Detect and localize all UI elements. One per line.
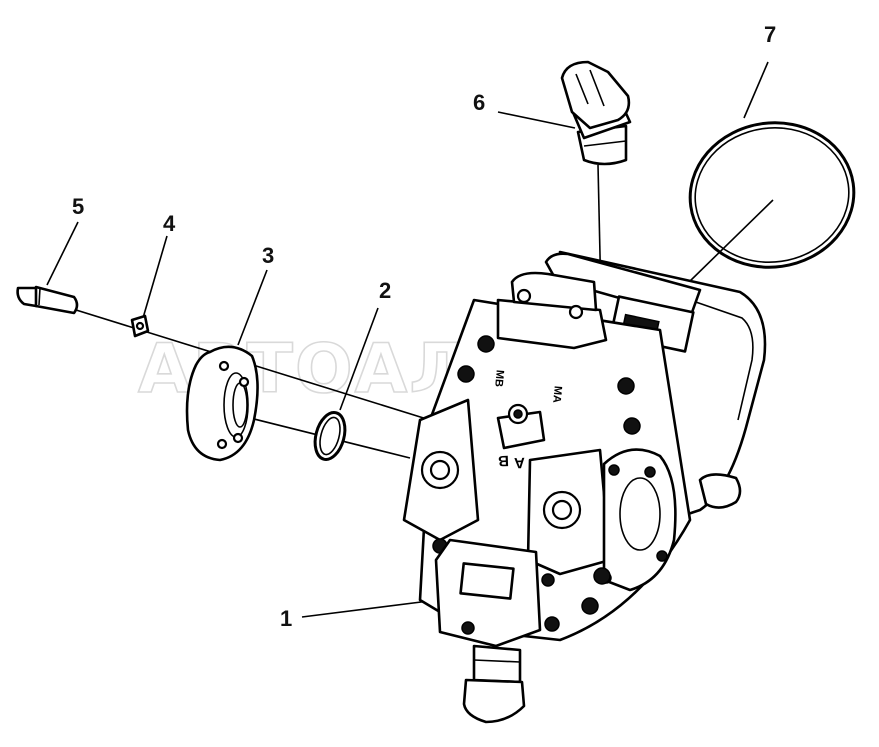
leader-line-2 bbox=[339, 307, 379, 411]
leader-line-7b bbox=[687, 199, 774, 284]
callout-labels: 1 2 3 4 5 6 7 bbox=[72, 22, 776, 631]
callout-2: 2 bbox=[379, 278, 391, 303]
callout-1: 1 bbox=[280, 606, 292, 631]
callout-4: 4 bbox=[163, 211, 176, 236]
leader-line-7 bbox=[743, 61, 769, 119]
part-7-large-o-ring bbox=[688, 121, 856, 269]
callout-6: 6 bbox=[473, 90, 485, 115]
leader-line-5 bbox=[46, 221, 79, 286]
part-2-o-ring bbox=[313, 411, 347, 461]
marking-port-ma: MA bbox=[550, 385, 563, 403]
leader-line-1 bbox=[301, 599, 438, 618]
marking-port-a: A bbox=[514, 454, 526, 471]
callout-7: 7 bbox=[764, 22, 776, 47]
marking-port-b: B bbox=[498, 452, 510, 469]
leader-line-6 bbox=[497, 111, 576, 129]
leader-line-3 bbox=[237, 269, 268, 346]
part-6-elbow-fitting bbox=[560, 60, 632, 166]
callout-5: 5 bbox=[72, 194, 84, 219]
part-4-washer bbox=[130, 314, 150, 338]
part-1-pump-assembly: B A MB MA bbox=[402, 250, 767, 724]
marking-port-mb: MB bbox=[492, 369, 505, 387]
part-3-flange bbox=[185, 345, 259, 462]
part-5-bolt bbox=[16, 285, 79, 315]
callout-3: 3 bbox=[262, 243, 274, 268]
leader-line-4 bbox=[142, 235, 168, 319]
